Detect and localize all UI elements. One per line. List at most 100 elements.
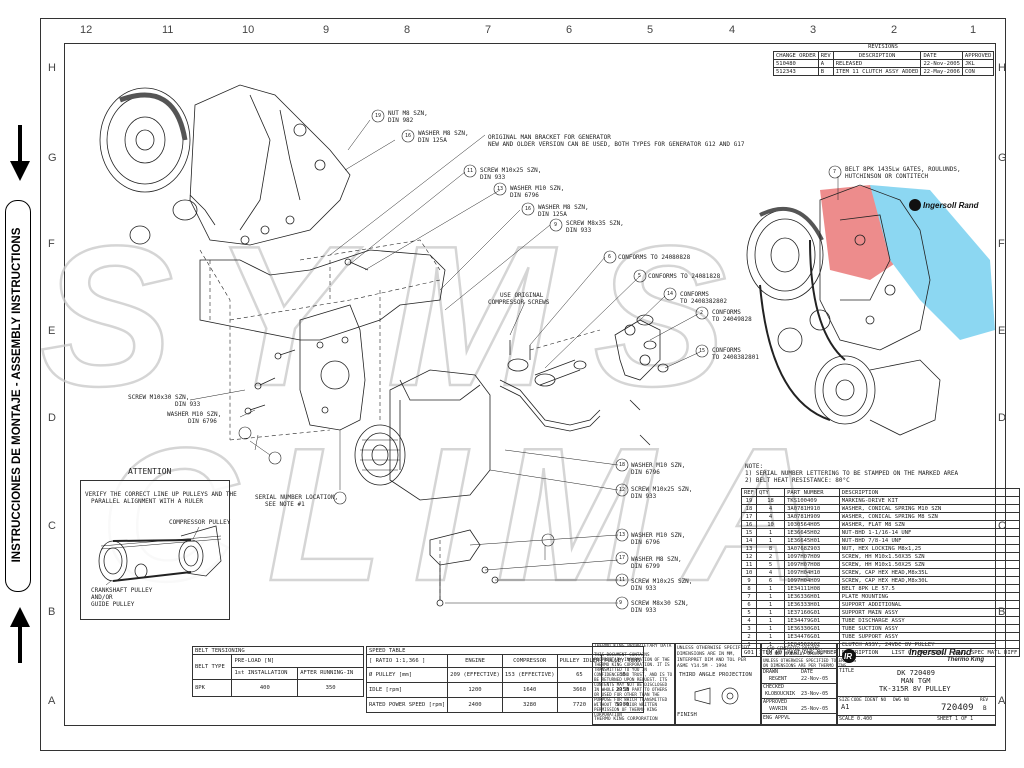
bom-cell: 1E36333H01: [784, 600, 840, 609]
bom-cell: 1097H04H10: [784, 568, 840, 577]
cell: REF: [741, 488, 757, 497]
bom-cell: SCREW, CAP HEX HEAD,M8x35L: [838, 568, 1021, 577]
cell: CHANGE ORDER: [773, 51, 819, 60]
bom-cell: 10: [755, 520, 786, 529]
revisions-title: REVISIONS: [868, 44, 898, 50]
bom-cell: TUBE DISCHARGE ASSY: [838, 616, 1021, 625]
cell: 510480: [773, 59, 819, 68]
bom-cell: 4: [755, 504, 786, 513]
tolerance-text: DIMENSIONS ARE IN MM,: [677, 652, 736, 657]
sheet-size: A1: [841, 703, 850, 711]
cage-label: CODE IDENT NO: [851, 698, 887, 703]
cell: A: [817, 59, 834, 68]
cell: REV: [817, 51, 834, 60]
bom-cell: 8: [741, 584, 757, 593]
bom-cell: SCREW, HH M10x1.50X25 SZN: [838, 560, 1021, 569]
assembled-view: Ingersoll Rand: [746, 165, 995, 436]
size-label: SIZE: [839, 698, 850, 703]
finish-label: FINISH: [677, 712, 697, 718]
callout-label: DIN 933: [566, 227, 592, 234]
callout-label: DIN 6796: [188, 418, 217, 425]
callout-label: DIN 933: [631, 607, 657, 614]
proprietary-corp: THERMO KING CORPORATION: [594, 717, 658, 722]
cell: Ø PULLEY [mm]: [365, 667, 449, 683]
bom-cell: 12: [741, 552, 757, 561]
zone-label: 6: [566, 24, 573, 36]
arrow-up-icon: [10, 607, 30, 663]
cell: BELT TENSIONING: [192, 646, 364, 655]
callout-label: COMPRESSOR SCREWS: [488, 299, 550, 306]
bom-cell: 18: [741, 504, 757, 513]
callout-label: CONFORMS: [712, 309, 741, 316]
logo-brand-name: Ingersoll Rand: [923, 201, 980, 210]
bom-cell: 1: [755, 608, 786, 617]
bom-cell: MARKING-DRIVE KIT: [838, 496, 1021, 505]
drawn-by: REGENT: [769, 676, 788, 682]
bom-cell: 1: [755, 616, 786, 625]
callout-label: SCREW M10x30 SZN,: [128, 394, 190, 401]
cell: 153 (EFFECTIVE): [501, 667, 558, 683]
cell: AFTER RUNNING-IN: [297, 666, 364, 680]
bom-cell: 4: [755, 568, 786, 577]
zone-label: D: [998, 412, 1006, 424]
cell: CON: [961, 67, 995, 76]
cell: IDLE [rpm]: [365, 682, 449, 698]
drawing-number: 720409: [941, 703, 974, 713]
cell: [ RATIO 1:1,366 ]: [365, 654, 449, 668]
bom-cell: 1: [755, 536, 786, 545]
cell: 1st INSTALLATION: [231, 666, 299, 680]
callout-label: NUT M8 SZN,: [388, 110, 428, 117]
note-1: 1) SERIAL NUMBER LETTERING TO BE STAMPED…: [745, 470, 959, 477]
bom-cell: 1097H04H09: [784, 576, 840, 585]
drawing-inner-border: [64, 43, 996, 726]
bom-footer-matl: MATL SPEC: [954, 649, 985, 656]
bom-cell: 6: [755, 576, 786, 585]
callout-label: DIN 6796: [510, 192, 539, 199]
zone-label: 12: [80, 24, 93, 36]
cell: B: [817, 67, 834, 76]
watermark-text-top: SYMS: [40, 205, 767, 428]
callout-label: HUTCHINSON OR CONTITECH: [845, 173, 929, 180]
cell: 350: [297, 679, 364, 697]
cell: PRE-LOAD [N]: [231, 654, 364, 668]
brand-subname: Thermo King: [947, 657, 984, 663]
bom-cell: 8: [755, 544, 786, 553]
crankshaft-pulley-label: CRANKSHAFT PULLEY: [91, 587, 153, 594]
cell: JKL: [961, 59, 995, 68]
bom-cell: 9: [741, 576, 757, 585]
title-block: IR Ingersoll Rand Thermo King TITLE DK 7…: [836, 643, 996, 725]
zone-label: 5: [647, 24, 654, 36]
drawing-frame: [40, 18, 1006, 751]
tolerance-text: ASME Y14.5M - 1994: [677, 664, 727, 669]
bom-cell: 1: [755, 632, 786, 641]
cell: 22-May-2006: [920, 67, 963, 76]
drawing-title-line: MAN TGM: [901, 677, 931, 685]
drawn-date: 22-Nov-05: [801, 676, 829, 682]
projection-label: THIRD ANGLE PROJECTION: [679, 672, 752, 678]
scale: SCALE 0.400: [839, 716, 873, 722]
drawing-title-line: DK 720409: [897, 669, 935, 677]
bom-cell: 4: [741, 616, 757, 625]
bom-cell: SUPPORT MAIN ASSY: [838, 608, 1021, 617]
mounting-plate: [199, 249, 446, 341]
bom-cell: NUT-BHD 7/8-14 UNF: [838, 536, 1021, 545]
bom-cell: 1E36645H02: [784, 528, 840, 537]
crankshaft-pulley-label: AND/OR: [91, 594, 113, 601]
tolerance-note: UNLESS OTHERWISE SPECIFIED TOLERANCES: [763, 658, 857, 663]
cell: 209 (EFFECTIVE): [447, 667, 503, 683]
third-angle-projection-icon: [694, 687, 739, 705]
bom-cell: WASHER, FLAT M8 SZN: [838, 520, 1021, 529]
support-main: [299, 304, 366, 431]
sheet-number: SHEET 1 OF 1: [937, 716, 974, 722]
cell: DESCRIPTION: [832, 51, 922, 60]
cell: 2400: [447, 697, 503, 713]
brand-name: Ingersoll Rand: [909, 647, 972, 657]
